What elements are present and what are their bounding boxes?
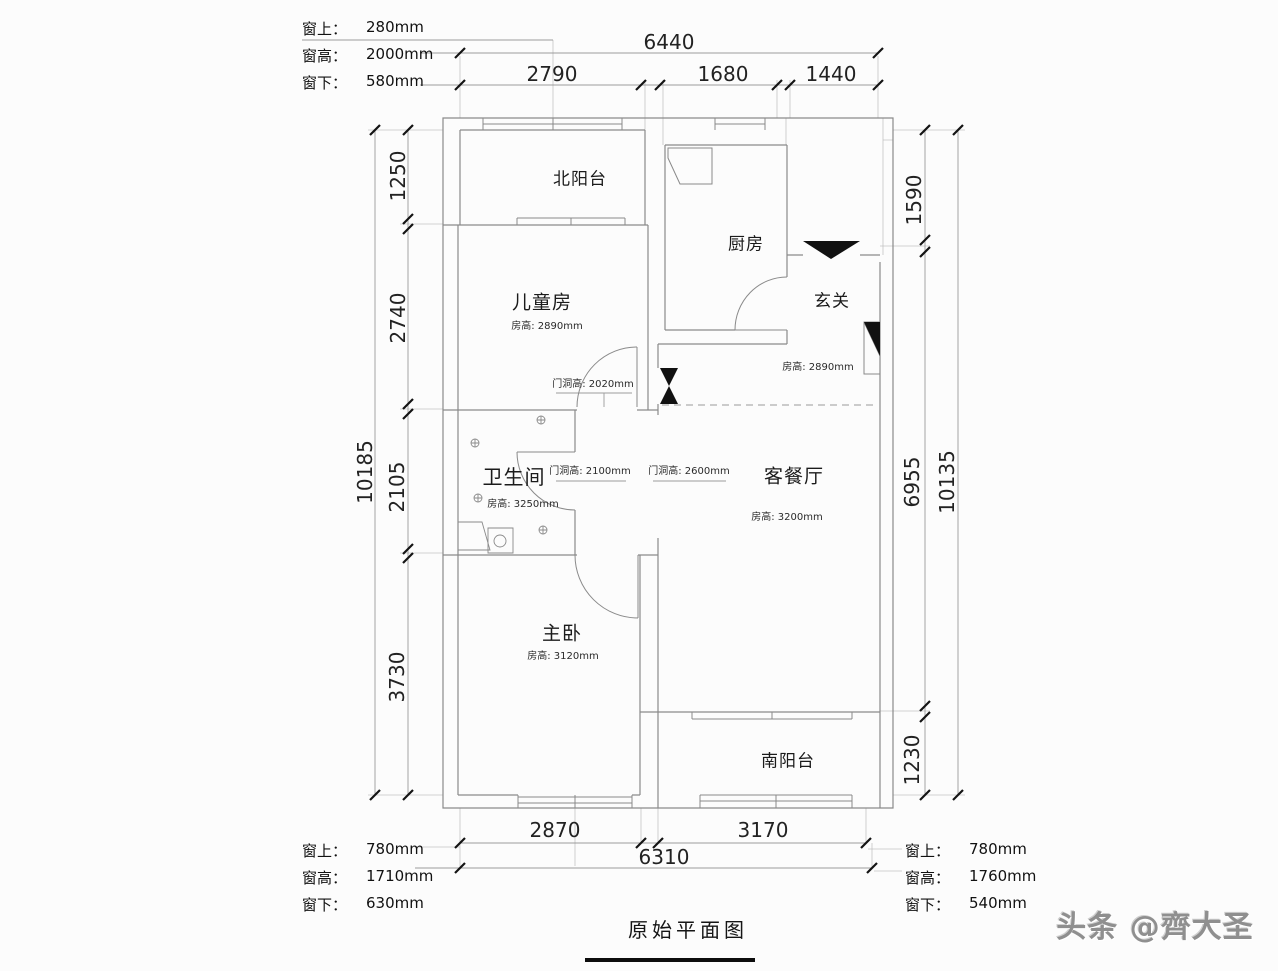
door-height-2100: 门洞高: 2100mm — [549, 466, 631, 477]
dim-top-seg-2: 1440 — [805, 62, 857, 86]
dim-top-seg-1: 1680 — [697, 62, 749, 86]
callout-value: 580mm — [366, 72, 424, 90]
dim-left-seg-0: 1250 — [386, 150, 410, 202]
dim-top-total: 6440 — [643, 30, 695, 54]
callout-label: 窗上： — [302, 842, 348, 860]
dim-bottom-total: 6310 — [638, 845, 690, 869]
dimension-ticks — [369, 47, 964, 874]
duct-fill-icon — [864, 322, 880, 356]
dim-left-total: 10185 — [353, 440, 377, 504]
callout-label: 窗上： — [905, 842, 951, 860]
dim-top-seg-0: 2790 — [526, 62, 578, 86]
door-arcs — [516, 276, 788, 619]
door-height-2600: 门洞高: 2600mm — [648, 466, 730, 477]
dim-right-seg-0: 1590 — [902, 174, 926, 226]
callout-value: 780mm — [366, 840, 424, 858]
room-label-entry: 玄关 — [814, 291, 850, 312]
walls — [442, 117, 894, 809]
dim-right-total: 10135 — [935, 450, 959, 514]
callout-value: 1710mm — [366, 867, 434, 885]
bathroom-fixtures — [457, 415, 548, 554]
room-label-kids: 儿童房 — [511, 291, 573, 314]
door-height-2020: 门洞高: 2020mm — [552, 379, 634, 390]
callout-value: 630mm — [366, 894, 424, 912]
dim-right-seg-1: 6955 — [900, 456, 924, 508]
room-height-master: 房高: 3120mm — [527, 651, 599, 662]
callout-label: 窗高： — [302, 869, 348, 887]
callout-bottom-right-row-2: 窗下： 540mm — [905, 894, 1027, 915]
damper-bowtie-icon — [660, 368, 678, 404]
callout-top-left-row-2: 窗下： 580mm — [302, 72, 424, 93]
callout-value: 2000mm — [366, 45, 434, 63]
callout-value: 280mm — [366, 18, 424, 36]
dim-bottom-seg-0: 2870 — [529, 818, 581, 842]
callout-label: 窗下： — [302, 74, 348, 92]
room-height-living: 房高: 3200mm — [751, 512, 823, 523]
room-label-bath: 卫生间 — [482, 465, 546, 489]
room-height-entry: 房高: 2890mm — [782, 362, 854, 373]
callout-value: 540mm — [969, 894, 1027, 912]
dim-left-seg-2: 2105 — [385, 461, 409, 513]
dim-right-seg-2: 1230 — [900, 734, 924, 786]
windows — [482, 118, 853, 808]
extension-lines — [368, 40, 965, 872]
callout-bottom-right-row-1: 窗高： 1760mm — [905, 867, 1036, 888]
callout-label: 窗上： — [302, 20, 348, 38]
dim-left-seg-1: 2740 — [386, 292, 410, 344]
entry-door-icon — [803, 241, 860, 259]
callout-label: 窗高： — [905, 869, 951, 887]
callout-bottom-left-row-1: 窗高： 1710mm — [302, 867, 433, 888]
room-height-kids: 房高: 2890mm — [511, 321, 583, 332]
room-label-kitchen: 厨房 — [728, 234, 764, 255]
dim-left-seg-3: 3730 — [385, 651, 409, 703]
title-underline — [585, 958, 755, 962]
callout-top-left-row-1: 窗高： 2000mm — [302, 45, 433, 66]
callout-label: 窗下： — [905, 896, 951, 914]
room-height-bath: 房高: 3250mm — [487, 499, 559, 510]
flue-icon — [667, 147, 713, 185]
drawing-title: 原始平面图 — [628, 918, 748, 942]
callout-top-left-row-0: 窗上： 280mm — [302, 18, 424, 39]
dimension-lines — [302, 39, 959, 869]
callout-bottom-left-row-0: 窗上： 780mm — [302, 840, 424, 861]
callout-bottom-right-row-0: 窗上： 780mm — [905, 840, 1027, 861]
dim-bottom-seg-1: 3170 — [737, 818, 789, 842]
callout-label: 窗高： — [302, 47, 348, 65]
room-label-south-balcony: 南阳台 — [761, 751, 815, 772]
watermark: 头条 @齊大圣 — [1056, 910, 1254, 945]
callout-value: 1760mm — [969, 867, 1037, 885]
room-label-master: 主卧 — [541, 622, 583, 645]
room-label-living: 客餐厅 — [763, 465, 825, 488]
callout-label: 窗下： — [302, 896, 348, 914]
callout-bottom-left-row-2: 窗下： 630mm — [302, 894, 424, 915]
room-label-north-balcony: 北阳台 — [553, 169, 607, 190]
callout-value: 780mm — [969, 840, 1027, 858]
